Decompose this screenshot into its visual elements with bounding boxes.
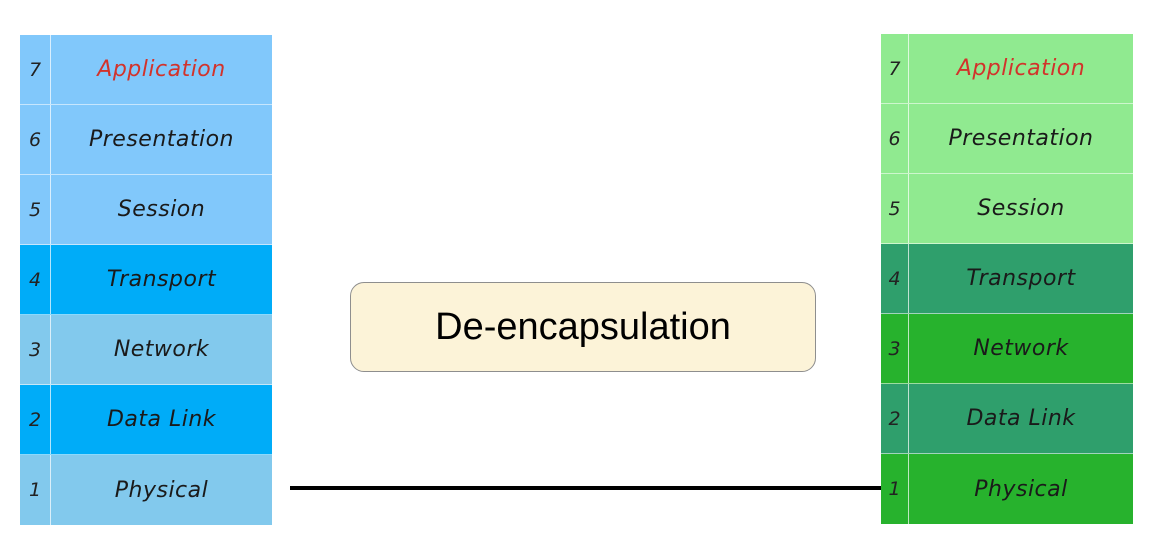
de-encapsulation-label: De-encapsulation — [435, 305, 731, 348]
right-layer-7: 7 Application — [881, 34, 1133, 104]
right-layer-number: 1 — [881, 454, 909, 524]
left-osi-stack: 7 Application 6 Presentation 5 Session 4… — [20, 35, 272, 525]
right-layer-number: 2 — [881, 384, 909, 453]
left-layer-name: Application — [97, 57, 226, 82]
de-encapsulation-box: De-encapsulation — [350, 282, 816, 372]
right-layer-name: Network — [973, 336, 1069, 361]
left-layer-3: 3 Network — [20, 315, 272, 385]
left-layer-name: Transport — [106, 267, 217, 292]
right-layer-number: 5 — [881, 174, 909, 243]
physical-link-line — [290, 486, 881, 490]
left-layer-number: 4 — [20, 245, 51, 314]
right-layer-name: Session — [977, 196, 1065, 221]
right-layer-number: 4 — [881, 244, 909, 313]
right-layer-number: 7 — [881, 34, 909, 103]
right-layer-6: 6 Presentation — [881, 104, 1133, 174]
right-layer-1: 1 Physical — [881, 454, 1133, 524]
left-layer-name: Presentation — [88, 127, 235, 152]
right-layer-name: Application — [956, 56, 1086, 81]
right-layer-name: Physical — [974, 476, 1068, 502]
right-layer-name: Data Link — [966, 406, 1076, 431]
right-layer-4: 4 Transport — [881, 244, 1133, 314]
right-layer-3: 3 Network — [881, 314, 1133, 384]
right-layer-name: Transport — [966, 266, 1076, 291]
right-layer-2: 2 Data Link — [881, 384, 1133, 454]
left-layer-name: Data Link — [106, 407, 217, 432]
left-layer-5: 5 Session — [20, 175, 272, 245]
left-layer-number: 1 — [20, 455, 51, 525]
left-layer-7: 7 Application — [20, 35, 272, 105]
left-layer-2: 2 Data Link — [20, 385, 272, 455]
left-layer-name: Session — [117, 197, 206, 222]
left-layer-1: 1 Physical — [20, 455, 272, 525]
right-layer-number: 3 — [881, 314, 909, 383]
right-osi-stack: 7 Application 6 Presentation 5 Session 4… — [881, 34, 1133, 524]
left-layer-number: 2 — [20, 385, 51, 454]
right-layer-5: 5 Session — [881, 174, 1133, 244]
left-layer-4: 4 Transport — [20, 245, 272, 315]
left-layer-number: 7 — [20, 35, 51, 104]
right-layer-name: Presentation — [948, 126, 1094, 151]
right-layer-number: 6 — [881, 104, 909, 173]
left-layer-number: 3 — [20, 315, 51, 384]
left-layer-number: 5 — [20, 175, 51, 244]
left-layer-6: 6 Presentation — [20, 105, 272, 175]
left-layer-name: Network — [113, 337, 210, 362]
left-layer-number: 6 — [20, 105, 51, 174]
left-layer-name: Physical — [114, 477, 209, 503]
